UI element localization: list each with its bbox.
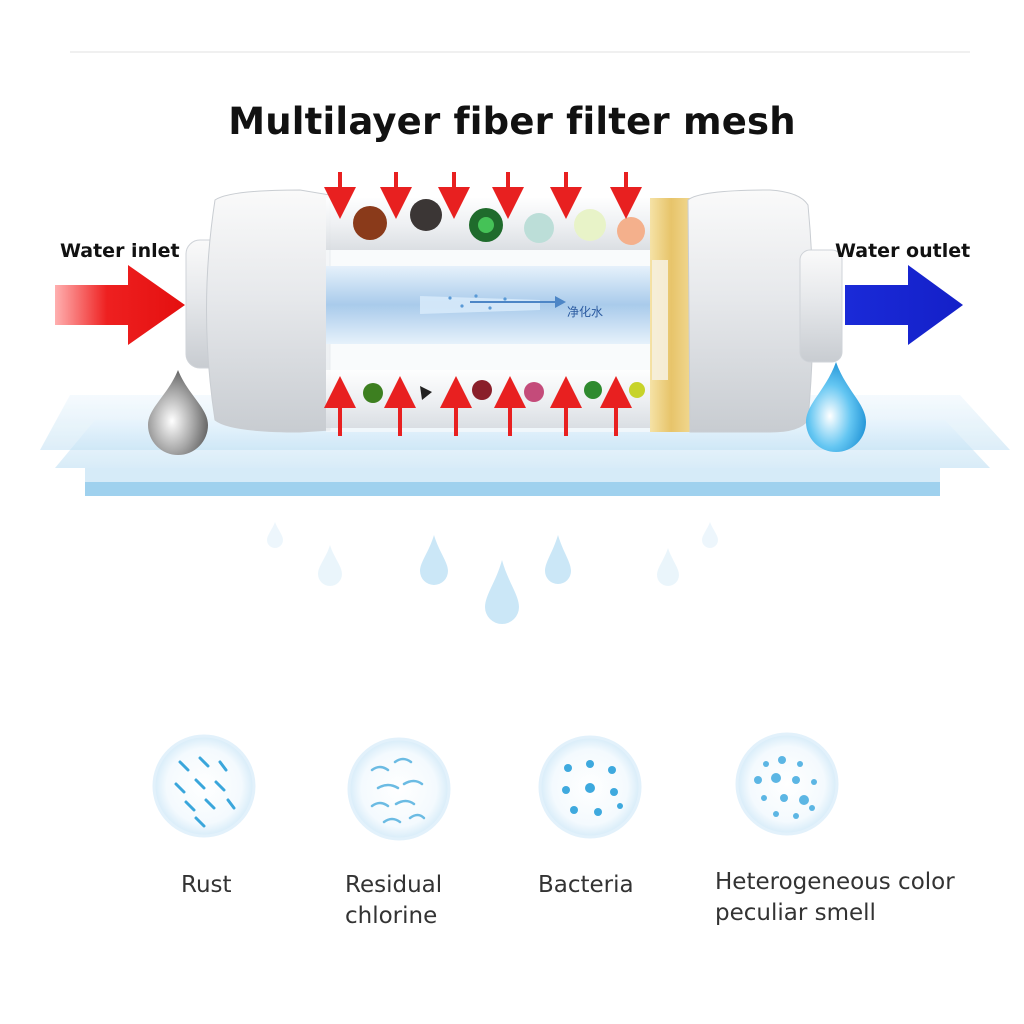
rust-caption: Rust <box>181 870 232 901</box>
diagram-title: Multilayer fiber filter mesh <box>228 100 796 143</box>
inlet-arrow <box>55 265 185 345</box>
heterogeneous-color-label-line-2: peculiar smell <box>715 900 876 926</box>
rust-label: Rust <box>181 872 232 898</box>
contaminants-top <box>353 199 645 245</box>
water-outlet-label: Water outlet <box>835 240 971 262</box>
outlet-arrow <box>845 265 963 345</box>
bacteria-icon <box>538 735 642 839</box>
outlet-water-drop-icon <box>806 362 866 452</box>
falling-drops <box>267 522 718 624</box>
bacteria-caption: Bacteria <box>538 870 634 901</box>
residual-chlorine-label-line-1: Residual <box>345 872 443 898</box>
heterogeneous-color-caption: Heterogeneous color peculiar smell <box>715 867 955 929</box>
purified-water-label: 净化水 <box>567 305 604 319</box>
water-inlet-label: Water inlet <box>60 240 180 262</box>
heterogeneous-color-label-line-1: Heterogeneous color <box>715 869 955 895</box>
flow-arrows-bottom <box>324 376 632 436</box>
bacteria-label: Bacteria <box>538 872 634 898</box>
flow-arrows-top <box>324 172 642 219</box>
filter-housing <box>185 189 843 433</box>
purified-flow <box>420 294 566 314</box>
residual-chlorine-label-line-2: chlorine <box>345 903 438 929</box>
contaminants-bottom <box>363 380 645 403</box>
rust-icon <box>152 734 256 838</box>
residual-chlorine-icon <box>347 737 451 841</box>
heterogeneous-color-icon <box>735 732 839 836</box>
inlet-water-drop-icon <box>148 370 208 455</box>
residual-chlorine-caption: Residual chlorine <box>345 870 442 932</box>
